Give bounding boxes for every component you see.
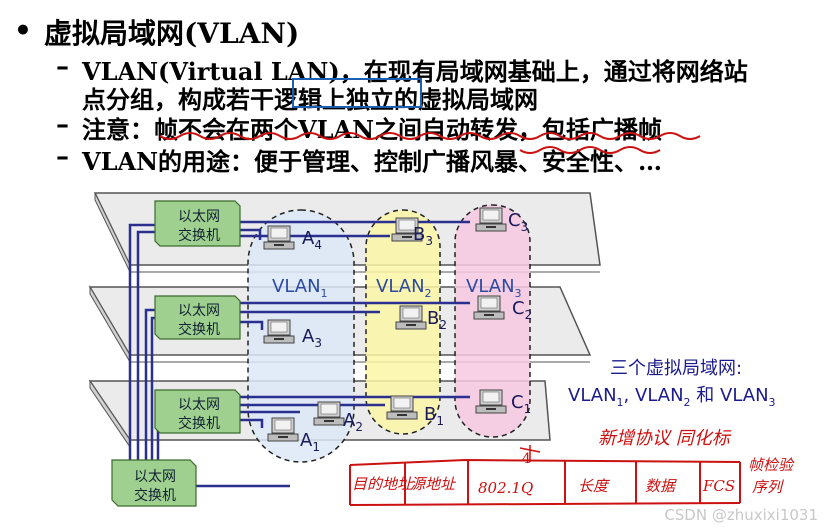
svg-text:以太网: 以太网	[178, 303, 220, 319]
dash-3: –	[56, 142, 69, 172]
label-a1: A1	[300, 430, 320, 454]
caption-line-2: VLAN1, VLAN2 和 VLAN3	[568, 385, 776, 409]
label-a2: A2	[343, 410, 363, 434]
host-c3-computer	[475, 207, 507, 232]
label-b1: B1	[424, 404, 444, 428]
point-1-line-1: VLAN(Virtual LAN)，在现有局域网基础上，通过将网络站	[82, 57, 748, 86]
wavy-underline-1	[159, 132, 701, 140]
dash-2: –	[56, 110, 69, 140]
network-cables	[128, 220, 470, 488]
svg-text:交换机: 交换机	[134, 487, 176, 504]
switch-floor-3: 以太网 交换机	[154, 200, 241, 247]
vlan2-label: VLAN2	[376, 276, 432, 300]
slide-title: 虚拟局域网(VLAN)	[44, 17, 300, 50]
csdn-watermark: CSDN @zhuxixi1031	[664, 506, 818, 524]
caption-line-1: 三个虚拟局域网:	[610, 358, 742, 379]
svg-text:以太网: 以太网	[178, 397, 220, 413]
switch-floor-2: 以太网 交换机	[154, 295, 241, 340]
label-a3: A3	[302, 326, 322, 350]
host-b1-computer	[386, 395, 418, 420]
vlan1-label: VLAN1	[272, 276, 328, 300]
hw-field-2: 源地址	[410, 475, 457, 493]
switch-floor-1: 以太网 交换机	[154, 389, 241, 434]
host-b2-computer	[395, 305, 427, 330]
label-a4: A4	[302, 228, 322, 252]
label-c1: C1	[511, 392, 531, 416]
svg-text:以太网: 以太网	[178, 209, 220, 225]
dash-1: –	[56, 52, 69, 82]
point-1-line-2: 点分组，构成若干逻辑上独立的虚拟局域网	[82, 85, 538, 114]
host-a3-computer	[263, 319, 295, 344]
label-b2: B2	[427, 308, 447, 332]
handwriting-top: 新增协议 同化标	[598, 428, 732, 449]
host-a1-computer	[267, 417, 299, 442]
wavy-underline-2	[519, 146, 661, 154]
hw-right-1: 帧检验	[748, 456, 795, 474]
svg-text:交换机: 交换机	[178, 415, 220, 432]
host-a2-computer	[313, 401, 345, 426]
switch-main: 以太网 交换机	[111, 459, 197, 507]
vlan3-label: VLAN3	[466, 276, 522, 300]
label-c3: C3	[508, 210, 528, 234]
host-c2-computer	[473, 295, 505, 320]
handwriting-num: 4	[522, 451, 531, 467]
label-b3: B3	[413, 224, 433, 248]
host-c1-computer	[475, 389, 507, 414]
hw-field-5: 数据	[645, 477, 677, 495]
title-bullet: •	[14, 14, 32, 47]
label-c2: C2	[512, 298, 532, 322]
svg-text:交换机: 交换机	[178, 227, 220, 244]
host-a4-computer	[263, 225, 295, 250]
hw-field-3: 802.1Q	[478, 479, 533, 497]
svg-text:交换机: 交换机	[178, 321, 220, 338]
handwriting-annotations: 新增协议 同化标 4 目的地址 源地址 802.1Q 长度 数据 FCS 帧检验…	[349, 428, 795, 506]
svg-text:以太网: 以太网	[134, 469, 176, 485]
hw-field-1: 目的地址	[352, 475, 414, 493]
hw-field-6: FCS	[702, 477, 735, 495]
hw-field-4: 长度	[578, 477, 610, 495]
vlan3-region	[454, 204, 531, 438]
highlight-box	[292, 78, 422, 108]
hw-right-2: 序列	[752, 478, 784, 496]
vlan1-region	[247, 209, 355, 463]
